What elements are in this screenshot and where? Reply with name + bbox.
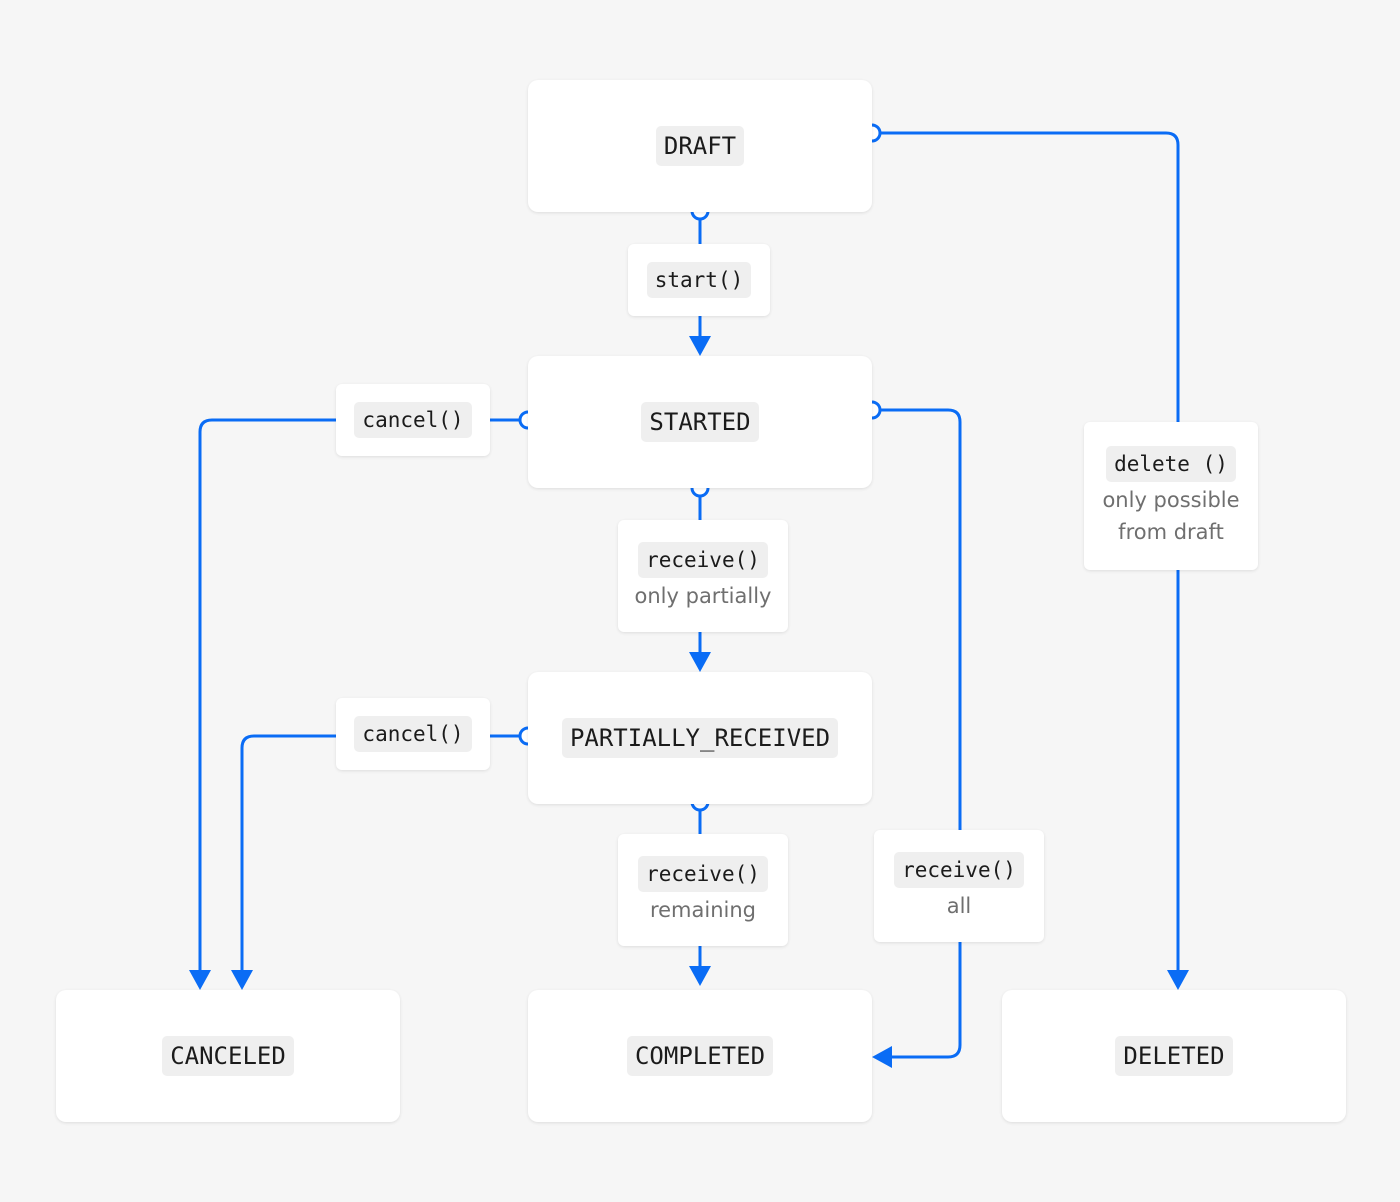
transition-start-method: start() [646, 262, 752, 298]
transition-receive-remaining-method: receive() [638, 856, 768, 892]
transition-receive-all-label: receive() all [874, 830, 1044, 942]
state-partially-received: PARTIALLY_RECEIVED [528, 672, 872, 804]
transition-receive-partially-method: receive() [638, 542, 768, 578]
state-draft-label: DRAFT [655, 126, 745, 166]
state-completed: COMPLETED [528, 990, 872, 1122]
arrowhead-completed-side [872, 1046, 892, 1068]
state-deleted-label: DELETED [1115, 1036, 1233, 1076]
state-deleted: DELETED [1002, 990, 1346, 1122]
edge-receive-all [880, 408, 962, 1059]
arrowhead-deleted [1167, 970, 1189, 990]
arrowhead-canceled-1 [189, 970, 211, 990]
transition-cancel-from-started-label: cancel() [336, 384, 490, 456]
state-draft: DRAFT [528, 80, 872, 212]
transition-receive-all-note: all [946, 894, 972, 918]
transition-receive-partially-note: only partially [634, 584, 772, 608]
transition-receive-remaining-label: receive() remaining [618, 834, 788, 946]
transition-delete-note-line2: from draft [1118, 520, 1224, 544]
state-canceled-label: CANCELED [162, 1036, 294, 1076]
edge-cancel-from-started [198, 418, 519, 972]
state-canceled: CANCELED [56, 990, 400, 1122]
edge-delete [880, 131, 1180, 972]
transition-start-label: start() [628, 244, 770, 316]
state-started: STARTED [528, 356, 872, 488]
state-partially-received-label: PARTIALLY_RECEIVED [561, 718, 839, 758]
transition-receive-all-method: receive() [894, 852, 1024, 888]
transition-receive-remaining-note: remaining [649, 898, 757, 922]
arrowhead-partially-received [689, 652, 711, 672]
transition-cancel-from-partial-label: cancel() [336, 698, 490, 770]
transition-delete-method: delete () [1106, 446, 1236, 482]
edge-cancel-from-partial [240, 734, 519, 972]
transition-delete-note-line1: only possible [1102, 488, 1240, 512]
state-completed-label: COMPLETED [626, 1036, 774, 1076]
transition-delete-label: delete () only possible from draft [1084, 422, 1258, 570]
arrowhead-started [689, 336, 711, 356]
transition-cancel-from-started-method: cancel() [354, 402, 472, 438]
arrowhead-canceled-2 [231, 970, 253, 990]
state-started-label: STARTED [641, 402, 759, 442]
transition-receive-partially-label: receive() only partially [618, 520, 788, 632]
arrowhead-completed-top [689, 966, 711, 986]
transition-cancel-from-partial-method: cancel() [354, 716, 472, 752]
